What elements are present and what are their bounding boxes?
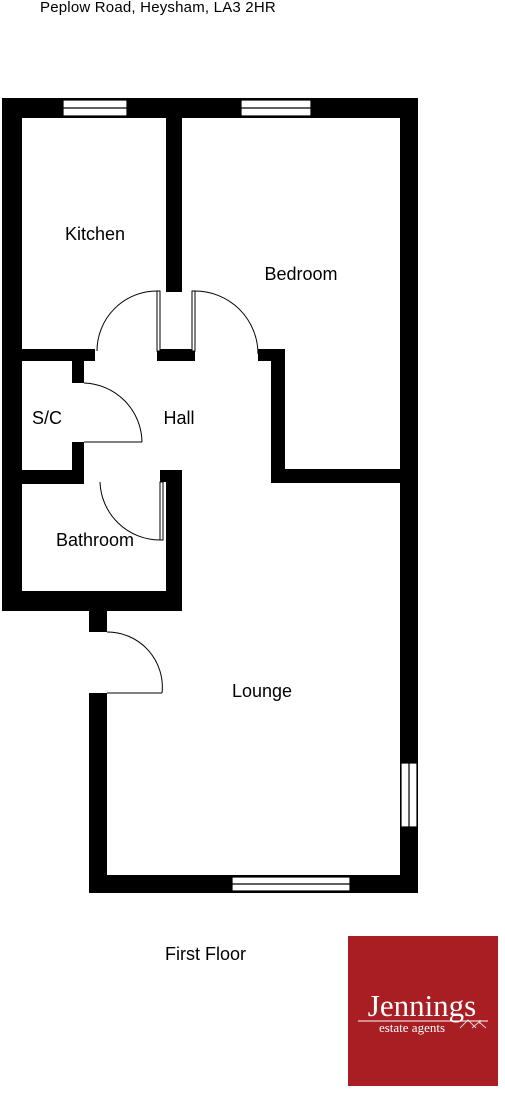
bathroom-door-leaf [159, 481, 164, 541]
lounge-label: Lounge [232, 681, 292, 701]
bedroom-bottom-wall [271, 469, 418, 483]
bedroom-door-swing [194, 290, 259, 355]
kitchen-bedroom-wall [166, 118, 182, 292]
windows [62, 99, 418, 892]
outer-wall-left-upper [2, 98, 22, 611]
lounge-left-wall-bottom [89, 693, 107, 893]
property-address: Peplow Road, Heysham, LA3 2HR [40, 0, 276, 16]
sc-wall-lower [72, 442, 84, 470]
kitchen-label: Kitchen [65, 224, 125, 244]
bedroom-door-leaf [191, 290, 196, 352]
hall-label: Hall [163, 408, 194, 428]
kitchen-bottom-wall [22, 349, 95, 361]
lounge-door-swing [106, 631, 163, 694]
bedroom-side-wall [271, 349, 285, 483]
lounge-left-wall-top [89, 591, 107, 632]
sc-door-swing [83, 382, 143, 443]
logo-tagline: estate agents [379, 1020, 445, 1035]
house-rooftop-icon [459, 1019, 487, 1029]
bedroom-label: Bedroom [264, 264, 337, 284]
bathroom-door-swing [99, 481, 161, 541]
jennings-logo: Jennings estate agents [348, 936, 498, 1086]
floor-plan: Kitchen Bedroom S/C Hall Bathroom Lounge [2, 98, 418, 893]
bathroom-top-stub [160, 470, 182, 482]
sc-label: S/C [32, 408, 62, 428]
hall-stub-left [157, 349, 195, 361]
logo-name: Jennings [368, 988, 477, 1023]
sc-wall-upper [72, 361, 84, 383]
room-labels: Kitchen Bedroom S/C Hall Bathroom Lounge [32, 224, 338, 701]
bathroom-label: Bathroom [56, 530, 134, 550]
outer-wall-right [400, 98, 418, 893]
kitchen-door-leaf [156, 290, 161, 352]
doors [83, 290, 259, 694]
walls [2, 98, 418, 893]
kitchen-door-swing [96, 290, 158, 352]
sc-bottom-wall [22, 470, 84, 484]
floor-label: First Floor [165, 944, 246, 964]
bathroom-right-wall [166, 470, 182, 611]
